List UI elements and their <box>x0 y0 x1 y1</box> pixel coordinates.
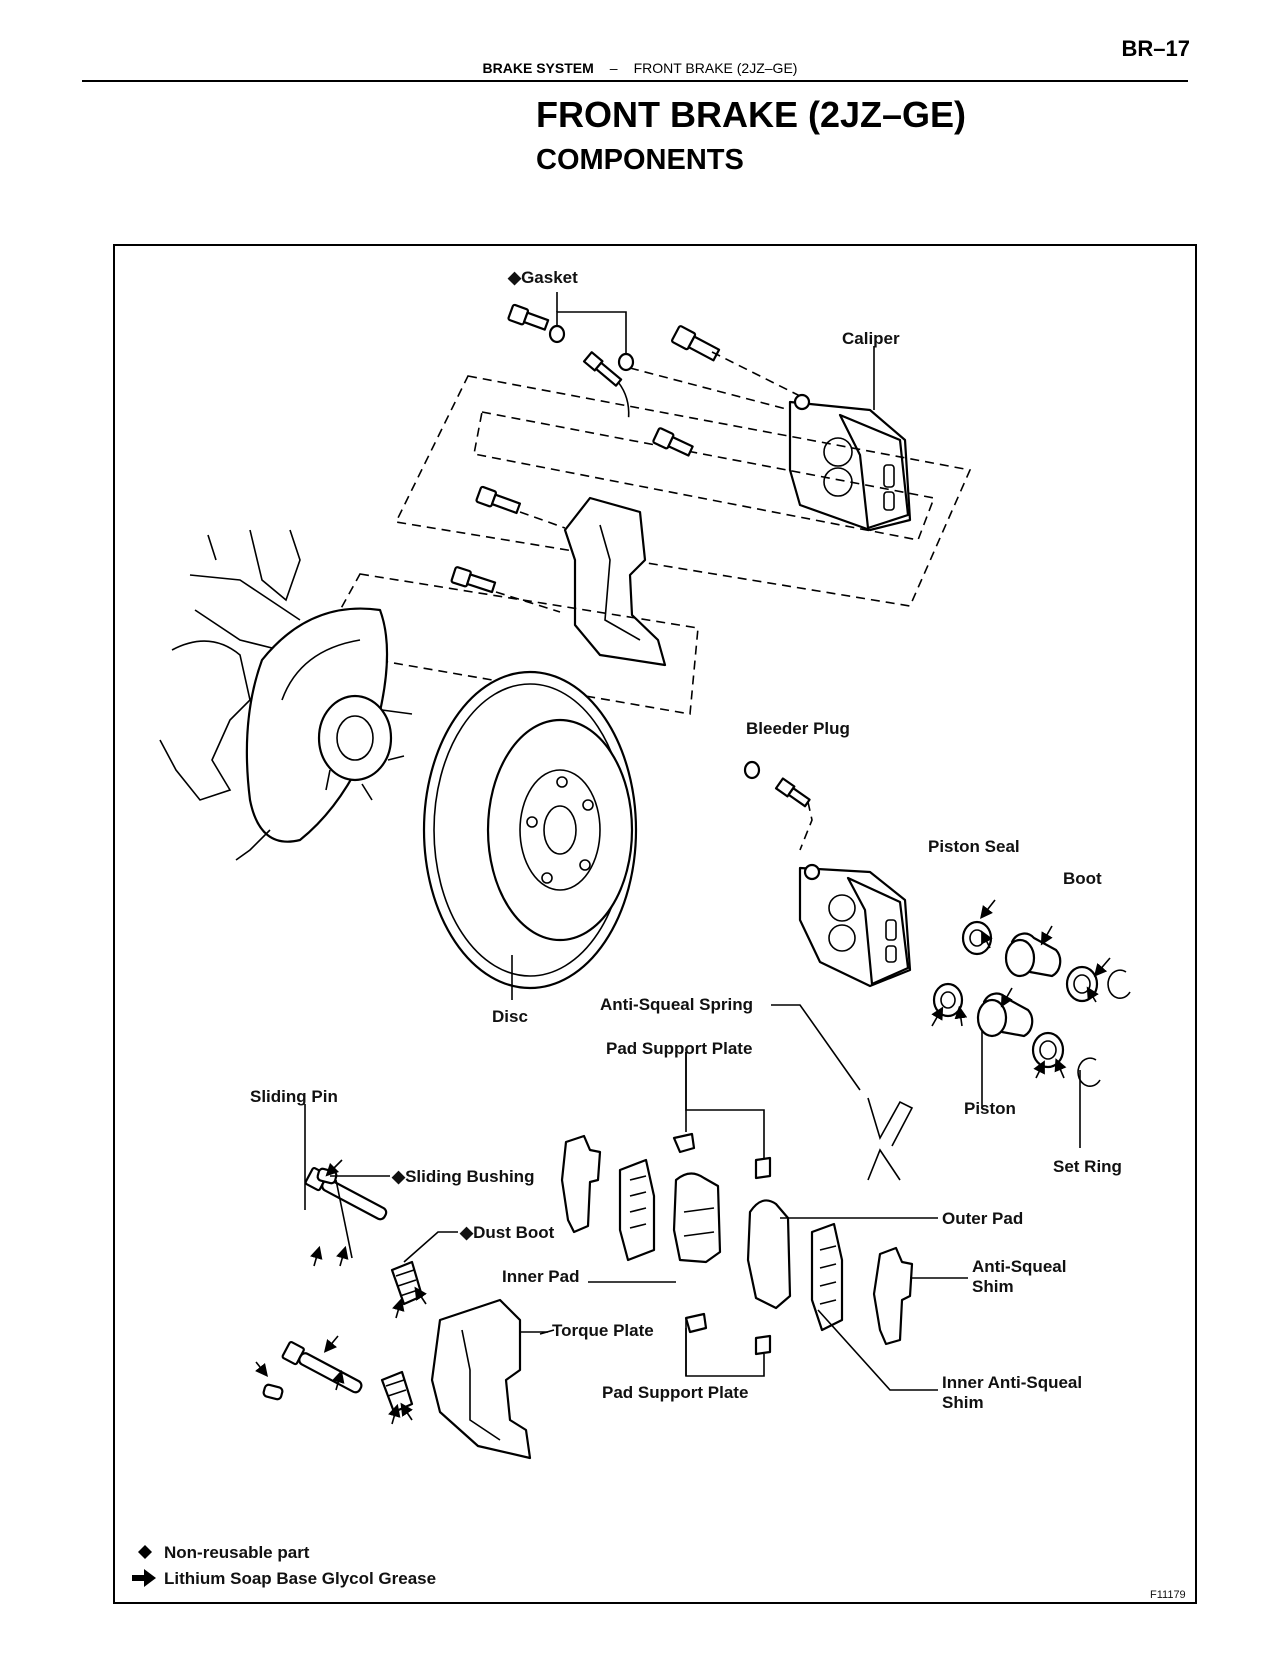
caliper-bolt-top <box>671 325 721 362</box>
label-outer-pad: Outer Pad <box>942 1209 1023 1228</box>
non-reusable-diamond-icon <box>138 1545 152 1559</box>
caliper-upper <box>788 393 912 532</box>
header-subsection: FRONT BRAKE (2JZ–GE) <box>633 60 798 76</box>
caliper-dashed-group <box>394 375 972 607</box>
boots <box>1031 965 1099 1069</box>
label-piston: Piston <box>964 1099 1016 1118</box>
torque-plate-lower <box>430 1298 532 1460</box>
legend-grease: Lithium Soap Base Glycol Grease <box>164 1569 436 1588</box>
header-section: BRAKE SYSTEM <box>482 60 594 76</box>
anti-squeal-spring <box>867 1097 914 1181</box>
set-rings <box>1077 969 1131 1087</box>
pistons <box>976 932 1062 1038</box>
grease-arrow-icon <box>132 1569 156 1587</box>
label-bleeder-plug: Bleeder Plug <box>746 719 850 738</box>
sliding-pins <box>262 1166 388 1401</box>
label-disc: Disc <box>492 1007 528 1026</box>
caliper-bolt-mid <box>450 427 694 594</box>
label-anti-squeal-spring: Anti-Squeal Spring <box>600 995 753 1014</box>
label-set-ring: Set Ring <box>1053 1157 1122 1176</box>
label-anti-squeal-shim-1: Anti-Squeal <box>972 1257 1066 1276</box>
page-subtitle: COMPONENTS <box>536 144 744 176</box>
dust-boots <box>380 1260 424 1414</box>
pad-support-plates <box>672 1132 772 1356</box>
label-inner-anti-squeal-shim-1: Inner Anti-Squeal <box>942 1373 1082 1392</box>
page-number: BR–17 <box>1121 36 1190 61</box>
running-header: BRAKE SYSTEM–FRONT BRAKE (2JZ–GE) <box>0 60 1280 76</box>
label-pad-support-plate-bottom: Pad Support Plate <box>602 1383 748 1402</box>
label-inner-anti-squeal-shim-2: Shim <box>942 1393 984 1412</box>
inner-pad-shim <box>618 1158 656 1262</box>
label-anti-squeal-shim-2: Shim <box>972 1277 1014 1296</box>
label-sliding-pin: Sliding Pin <box>250 1087 338 1106</box>
torque-plate-dashed-group <box>316 573 699 715</box>
label-dust-boot: ◆Dust Boot <box>459 1223 555 1242</box>
label-caliper: Caliper <box>842 329 900 348</box>
label-inner-pad: Inner Pad <box>502 1267 579 1286</box>
grease-arrows-pins <box>255 1159 427 1425</box>
figure-frame <box>113 244 1197 1604</box>
anti-squeal-shim-left <box>560 1134 602 1234</box>
inner-pad <box>672 1172 722 1264</box>
header-rule <box>82 80 1188 82</box>
piston-seals <box>932 920 993 1018</box>
legend-non-reusable: Non-reusable part <box>164 1543 310 1562</box>
leader-lines <box>304 346 1081 1391</box>
header-separator: – <box>609 60 618 76</box>
anti-squeal-shim-right <box>872 1246 914 1346</box>
knuckle-hub <box>159 529 413 861</box>
inner-anti-squeal-shim <box>810 1222 844 1332</box>
torque-plate-upper <box>563 496 667 667</box>
label-pad-support-plate-top: Pad Support Plate <box>606 1039 752 1058</box>
caliper-body <box>798 863 912 988</box>
label-gasket: ◆Gasket <box>507 268 578 287</box>
label-piston-seal: Piston Seal <box>928 837 1020 856</box>
page-title: FRONT BRAKE (2JZ–GE) <box>536 94 967 135</box>
label-sliding-bushing: ◆Sliding Bushing <box>391 1167 534 1186</box>
brake-disc <box>422 670 638 990</box>
bleeder-plug <box>743 760 813 851</box>
grease-arrows-pistons <box>931 899 1111 1079</box>
figure-code: F11179 <box>1150 1589 1186 1601</box>
legend: Non-reusable part Lithium Soap Base Glyc… <box>132 1543 436 1588</box>
label-torque-plate: Torque Plate <box>552 1321 654 1340</box>
outer-pad <box>746 1199 792 1310</box>
label-boot: Boot <box>1063 869 1102 888</box>
gasket-bolts <box>507 292 635 418</box>
